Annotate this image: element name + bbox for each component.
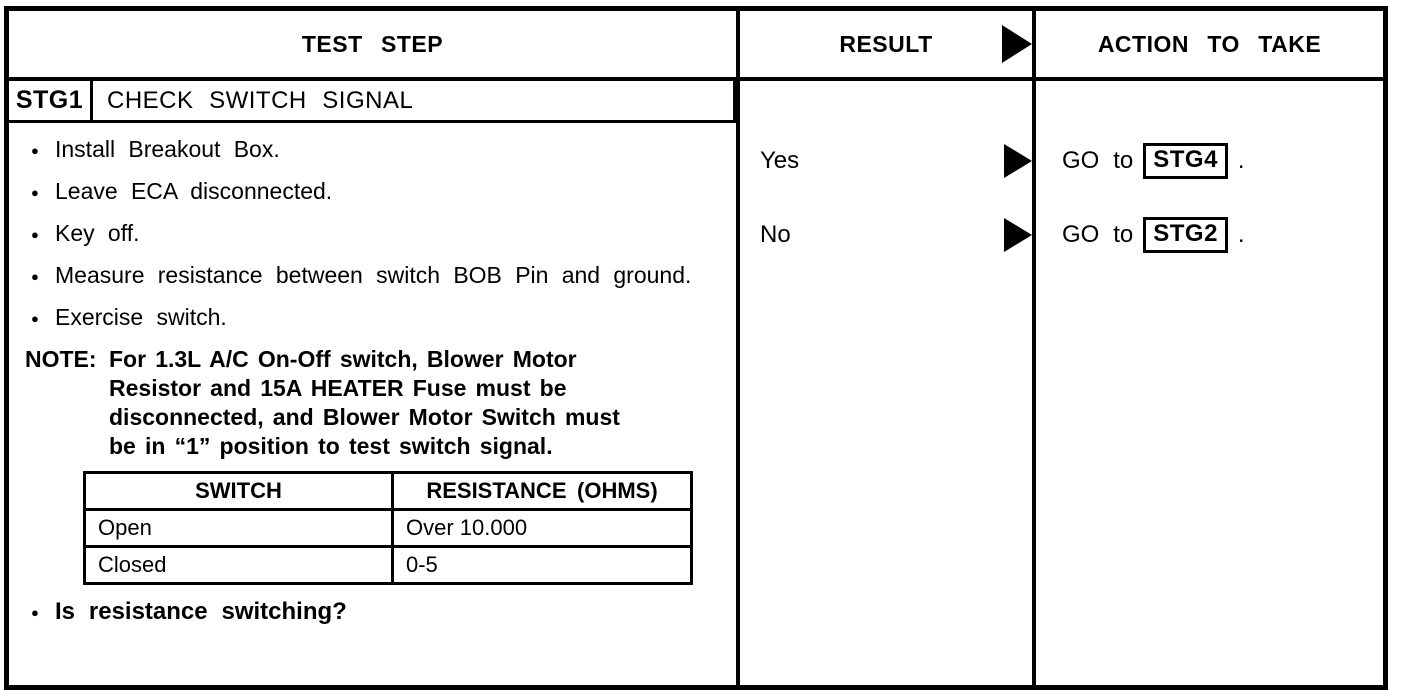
table-row: Open Over 10.000 xyxy=(86,508,690,545)
bullet-text: Measure resistance between switch BOB Pi… xyxy=(55,262,692,288)
table-header-resistance: RESISTANCE (OHMS) xyxy=(426,478,658,503)
test-step-body: Install Breakout Box. Leave ECA disconne… xyxy=(9,123,736,627)
question-text: Is resistance switching? xyxy=(55,598,347,625)
test-step-header: TEST STEP xyxy=(9,11,736,81)
table-cell-switch: Open xyxy=(86,511,394,545)
step-title-band: STG1 CHECK SWITCH SIGNAL xyxy=(9,81,736,123)
result-header: RESULT xyxy=(740,11,1032,81)
list-item: Install Breakout Box. xyxy=(25,135,728,165)
bullet-icon xyxy=(25,597,55,627)
bullet-text: Exercise switch. xyxy=(55,304,227,330)
action-prefix: GO to xyxy=(1062,147,1134,174)
step-id-badge: STG1 xyxy=(9,81,93,123)
bullet-text: Key off. xyxy=(55,220,140,246)
note-label: NOTE: xyxy=(25,346,97,372)
question-row: Is resistance switching? xyxy=(25,597,728,627)
bullet-icon xyxy=(25,177,55,207)
action-header: ACTION TO TAKE xyxy=(1036,11,1383,81)
table-cell-switch: Closed xyxy=(86,548,394,582)
result-label: No xyxy=(760,221,791,248)
table-row: Closed 0-5 xyxy=(86,545,690,582)
action-column: ACTION TO TAKE GO to STG4 . GO to STG2 . xyxy=(1032,11,1383,685)
note-block: NOTE: For 1.3L A/C On-Off switch, Blower… xyxy=(25,345,728,461)
action-prefix: GO to xyxy=(1062,221,1134,248)
table-cell-resistance: Over 10.000 xyxy=(406,515,528,540)
arrow-right-icon xyxy=(1004,144,1032,178)
result-row: No xyxy=(740,215,1032,255)
result-body: Yes No xyxy=(740,81,1032,255)
bullet-icon xyxy=(25,303,55,333)
result-header-label: RESULT xyxy=(839,30,933,57)
arrow-right-icon xyxy=(1002,25,1032,63)
step-title: CHECK SWITCH SIGNAL xyxy=(93,81,736,123)
step-reference-box: STG2 xyxy=(1143,217,1228,253)
bullet-icon xyxy=(25,219,55,249)
bullet-text: Leave ECA disconnected. xyxy=(55,178,333,204)
test-step-column: TEST STEP STG1 CHECK SWITCH SIGNAL Insta… xyxy=(9,11,736,685)
result-label: Yes xyxy=(760,147,800,174)
list-item: Leave ECA disconnected. xyxy=(25,177,728,207)
list-item: Key off. xyxy=(25,219,728,249)
bullet-text: Install Breakout Box. xyxy=(55,136,280,162)
diagnostic-table: TEST STEP STG1 CHECK SWITCH SIGNAL Insta… xyxy=(4,6,1388,690)
table-header-switch: SWITCH xyxy=(86,474,394,508)
action-body: GO to STG4 . GO to STG2 . xyxy=(1036,81,1383,255)
table-cell-resistance: 0-5 xyxy=(406,552,438,577)
table-header-row: SWITCH RESISTANCE (OHMS) xyxy=(86,474,690,508)
action-row: GO to STG2 . xyxy=(1062,215,1383,255)
action-row: GO to STG4 . xyxy=(1062,141,1383,181)
bullet-icon xyxy=(25,261,55,291)
step-reference-box: STG4 xyxy=(1143,143,1228,179)
action-suffix: . xyxy=(1237,221,1245,248)
result-row: Yes xyxy=(740,141,1032,181)
list-item: Measure resistance between switch BOB Pi… xyxy=(25,261,728,291)
note-text: For 1.3L A/C On-Off switch, Blower Motor… xyxy=(109,346,620,459)
result-column: RESULT Yes No xyxy=(736,11,1032,685)
action-suffix: . xyxy=(1237,147,1245,174)
switch-resistance-table: SWITCH RESISTANCE (OHMS) Open Over 10.00… xyxy=(83,471,693,585)
bullet-icon xyxy=(25,135,55,165)
list-item: Exercise switch. xyxy=(25,303,728,333)
arrow-right-icon xyxy=(1004,218,1032,252)
